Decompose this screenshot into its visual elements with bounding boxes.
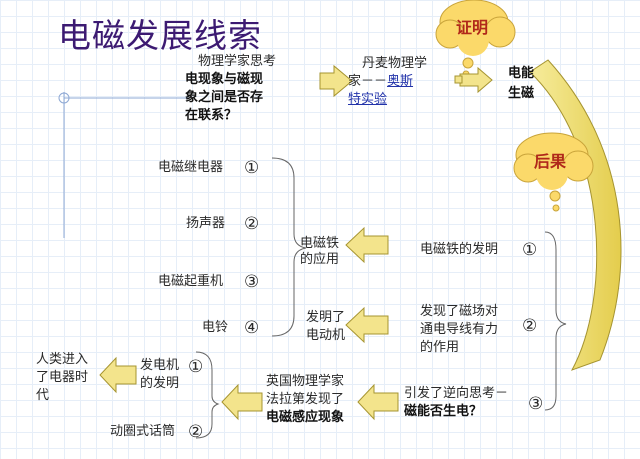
question-line-2: 电现象与磁现 — [185, 72, 264, 87]
era-line-3: 代 — [36, 388, 50, 403]
arrow-to-inventions — [221, 383, 263, 421]
brace-left-items — [271, 157, 307, 337]
generator-num: ① — [188, 357, 204, 377]
consequence-2-num: ② — [522, 316, 538, 336]
generator-line-1: 发电机 — [140, 358, 180, 373]
left-item-label-1: 电磁继电器 — [158, 160, 224, 175]
result-line-2: 生磁 — [508, 86, 535, 101]
consequence-1-line-1: 电磁铁的发明 — [420, 242, 499, 257]
consequence-3-line-2: 磁能否生电？ — [404, 404, 483, 419]
era-line-2: 了电器时 — [36, 370, 89, 385]
era-line-1: 人类进入 — [36, 352, 89, 367]
left-item-num-2: ② — [244, 214, 260, 234]
oersted-line-1: 丹麦物理学 — [362, 56, 428, 71]
app-electromagnet-line-2: 的应用 — [300, 252, 340, 267]
left-item-label-2: 扬声器 — [186, 216, 226, 231]
faraday-line-3: 电磁感应现象 — [266, 410, 345, 425]
arrow-to-era — [99, 356, 137, 394]
question-line-1: 物理学家思考 — [198, 54, 277, 69]
cloud-result-shape — [513, 132, 594, 212]
faraday-line-1: 英国物理学家 — [266, 374, 345, 389]
consequence-2-line-2: 通电导线有力 — [420, 322, 499, 337]
left-item-label-4: 电铃 — [202, 320, 229, 335]
oersted-link-1[interactable]: 奥斯 — [387, 74, 414, 89]
consequence-2-line-3: 的作用 — [420, 340, 460, 355]
arrow-to-motor — [345, 306, 389, 344]
app-electromagnet-line-1: 电磁铁 — [300, 236, 340, 251]
arrow-question-to-oersted — [319, 64, 353, 98]
faraday-line-2: 法拉第发现了 — [266, 392, 345, 407]
question-line-3: 象之间是否存 — [185, 90, 264, 105]
consequence-1-num: ① — [522, 240, 538, 260]
cloud-prove-shape — [435, 0, 516, 78]
oersted-line-2: 家－－ — [348, 74, 388, 89]
brace-consequences — [544, 231, 567, 411]
oersted-link-2[interactable]: 特实验 — [348, 92, 388, 107]
page-title: 电磁发展线索 — [58, 16, 262, 55]
consequence-3-num: ③ — [528, 394, 544, 414]
cloud-result-label: 后果 — [534, 152, 567, 171]
app-motor-line-1: 发明了 — [306, 310, 346, 325]
big-curved-arrow — [529, 59, 622, 371]
arrow-to-electromagnet-app — [345, 226, 389, 264]
left-item-num-1: ① — [244, 158, 260, 178]
brace-inventions — [195, 351, 220, 439]
crosshair-circle — [58, 92, 70, 104]
left-item-num-3: ③ — [244, 272, 260, 292]
arrow-to-faraday — [357, 383, 399, 421]
result-line-1: 电能 — [508, 66, 535, 81]
consequence-3-line-1: 引发了逆向思考－ — [404, 386, 509, 401]
cloud-prove-label: 证明 — [456, 18, 489, 37]
question-line-4: 在联系？ — [185, 108, 238, 123]
consequence-2-line-1: 发现了磁场对 — [420, 304, 499, 319]
microphone-num: ② — [188, 422, 204, 442]
microphone-label: 动圈式话筒 — [110, 424, 176, 439]
generator-line-2: 的发明 — [140, 376, 180, 391]
app-motor-line-2: 电动机 — [306, 328, 346, 343]
arrow-oersted-to-result — [459, 66, 493, 94]
left-item-num-4: ④ — [244, 318, 260, 338]
left-item-label-3: 电磁起重机 — [158, 274, 224, 289]
